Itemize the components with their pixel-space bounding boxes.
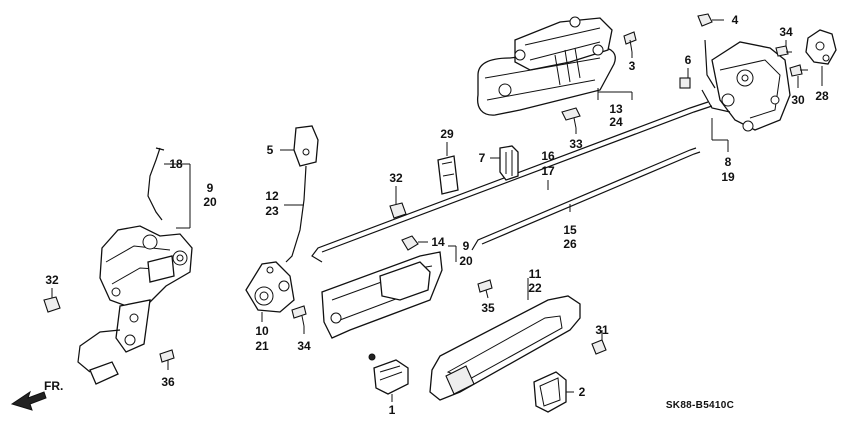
callout-25: 17 <box>541 164 555 178</box>
screw-34 <box>775 45 792 57</box>
callout-3: 3 <box>629 59 636 73</box>
callout-9: 9 <box>207 181 214 195</box>
screw-33 <box>561 107 581 129</box>
callout-26: 23 <box>265 204 279 218</box>
direction-label: FR. <box>44 379 63 393</box>
clip-32-center <box>389 202 407 219</box>
callout-28: 24 <box>609 115 623 129</box>
screw-31 <box>591 330 607 355</box>
door-lock-actuator <box>77 147 193 385</box>
callout-22: 22 <box>528 281 542 295</box>
latch-rods <box>311 101 713 263</box>
inner-handle-bezel <box>429 295 581 401</box>
callout-16: 18 <box>169 157 183 171</box>
callout-35: 34 <box>297 339 311 353</box>
callout-18: 13 <box>609 102 623 116</box>
callout-10: 9 <box>463 239 470 253</box>
front-direction-arrow <box>10 390 47 411</box>
callout-32-left: 32 <box>45 273 59 287</box>
clip-32-left <box>43 296 61 313</box>
callout-37: 36 <box>161 375 175 389</box>
callout-13: 15 <box>563 223 577 237</box>
callout-21: 20 <box>459 254 473 268</box>
lock-rod-15 <box>285 165 307 263</box>
callout-36: 35 <box>481 301 495 315</box>
clip-4 <box>697 13 713 27</box>
callout-17: 28 <box>815 89 829 103</box>
callout-8: 8 <box>725 155 732 169</box>
callout-12: 10 <box>255 324 269 338</box>
pad-29 <box>437 155 459 195</box>
callout-31: 31 <box>595 323 609 337</box>
callout-30: 30 <box>791 93 805 107</box>
clip-27 <box>401 235 419 251</box>
callout-14: 16 <box>541 149 555 163</box>
callout-15: 12 <box>265 189 279 203</box>
screw-35 <box>291 305 307 327</box>
lock-cylinder-12 <box>245 261 295 313</box>
outer-door-handle <box>476 16 616 116</box>
handle-cup-2 <box>533 371 567 413</box>
callout-27: 14 <box>431 235 445 249</box>
callout-7: 7 <box>479 151 486 165</box>
callout-29: 29 <box>440 127 454 141</box>
callout-23: 21 <box>255 339 269 353</box>
callout-2: 2 <box>579 385 586 399</box>
callout-33: 33 <box>569 137 583 151</box>
callout-1: 1 <box>389 403 396 417</box>
callout-19: 19 <box>721 170 735 184</box>
callout-20: 20 <box>203 195 217 209</box>
switch-1 <box>368 353 409 395</box>
diagram-reference-code: SK88-B5410C <box>666 400 734 411</box>
lock-knob-5 <box>293 125 319 167</box>
screw-37 <box>159 349 175 370</box>
callout-24: 26 <box>563 237 577 251</box>
striker-17 <box>805 29 837 65</box>
callout-4: 4 <box>732 13 739 27</box>
screw-3 <box>623 31 637 53</box>
callout-34: 34 <box>779 25 793 39</box>
callout-6: 6 <box>685 53 692 67</box>
callout-11: 11 <box>529 267 542 281</box>
rod-clip-7 <box>499 145 519 181</box>
door-lock-latch <box>679 39 791 132</box>
callout-32-center: 32 <box>389 171 403 185</box>
screw-36 <box>477 279 493 299</box>
callout-5: 5 <box>267 143 274 157</box>
screw-30 <box>789 64 808 77</box>
inner-handle-mechanism <box>321 251 443 339</box>
